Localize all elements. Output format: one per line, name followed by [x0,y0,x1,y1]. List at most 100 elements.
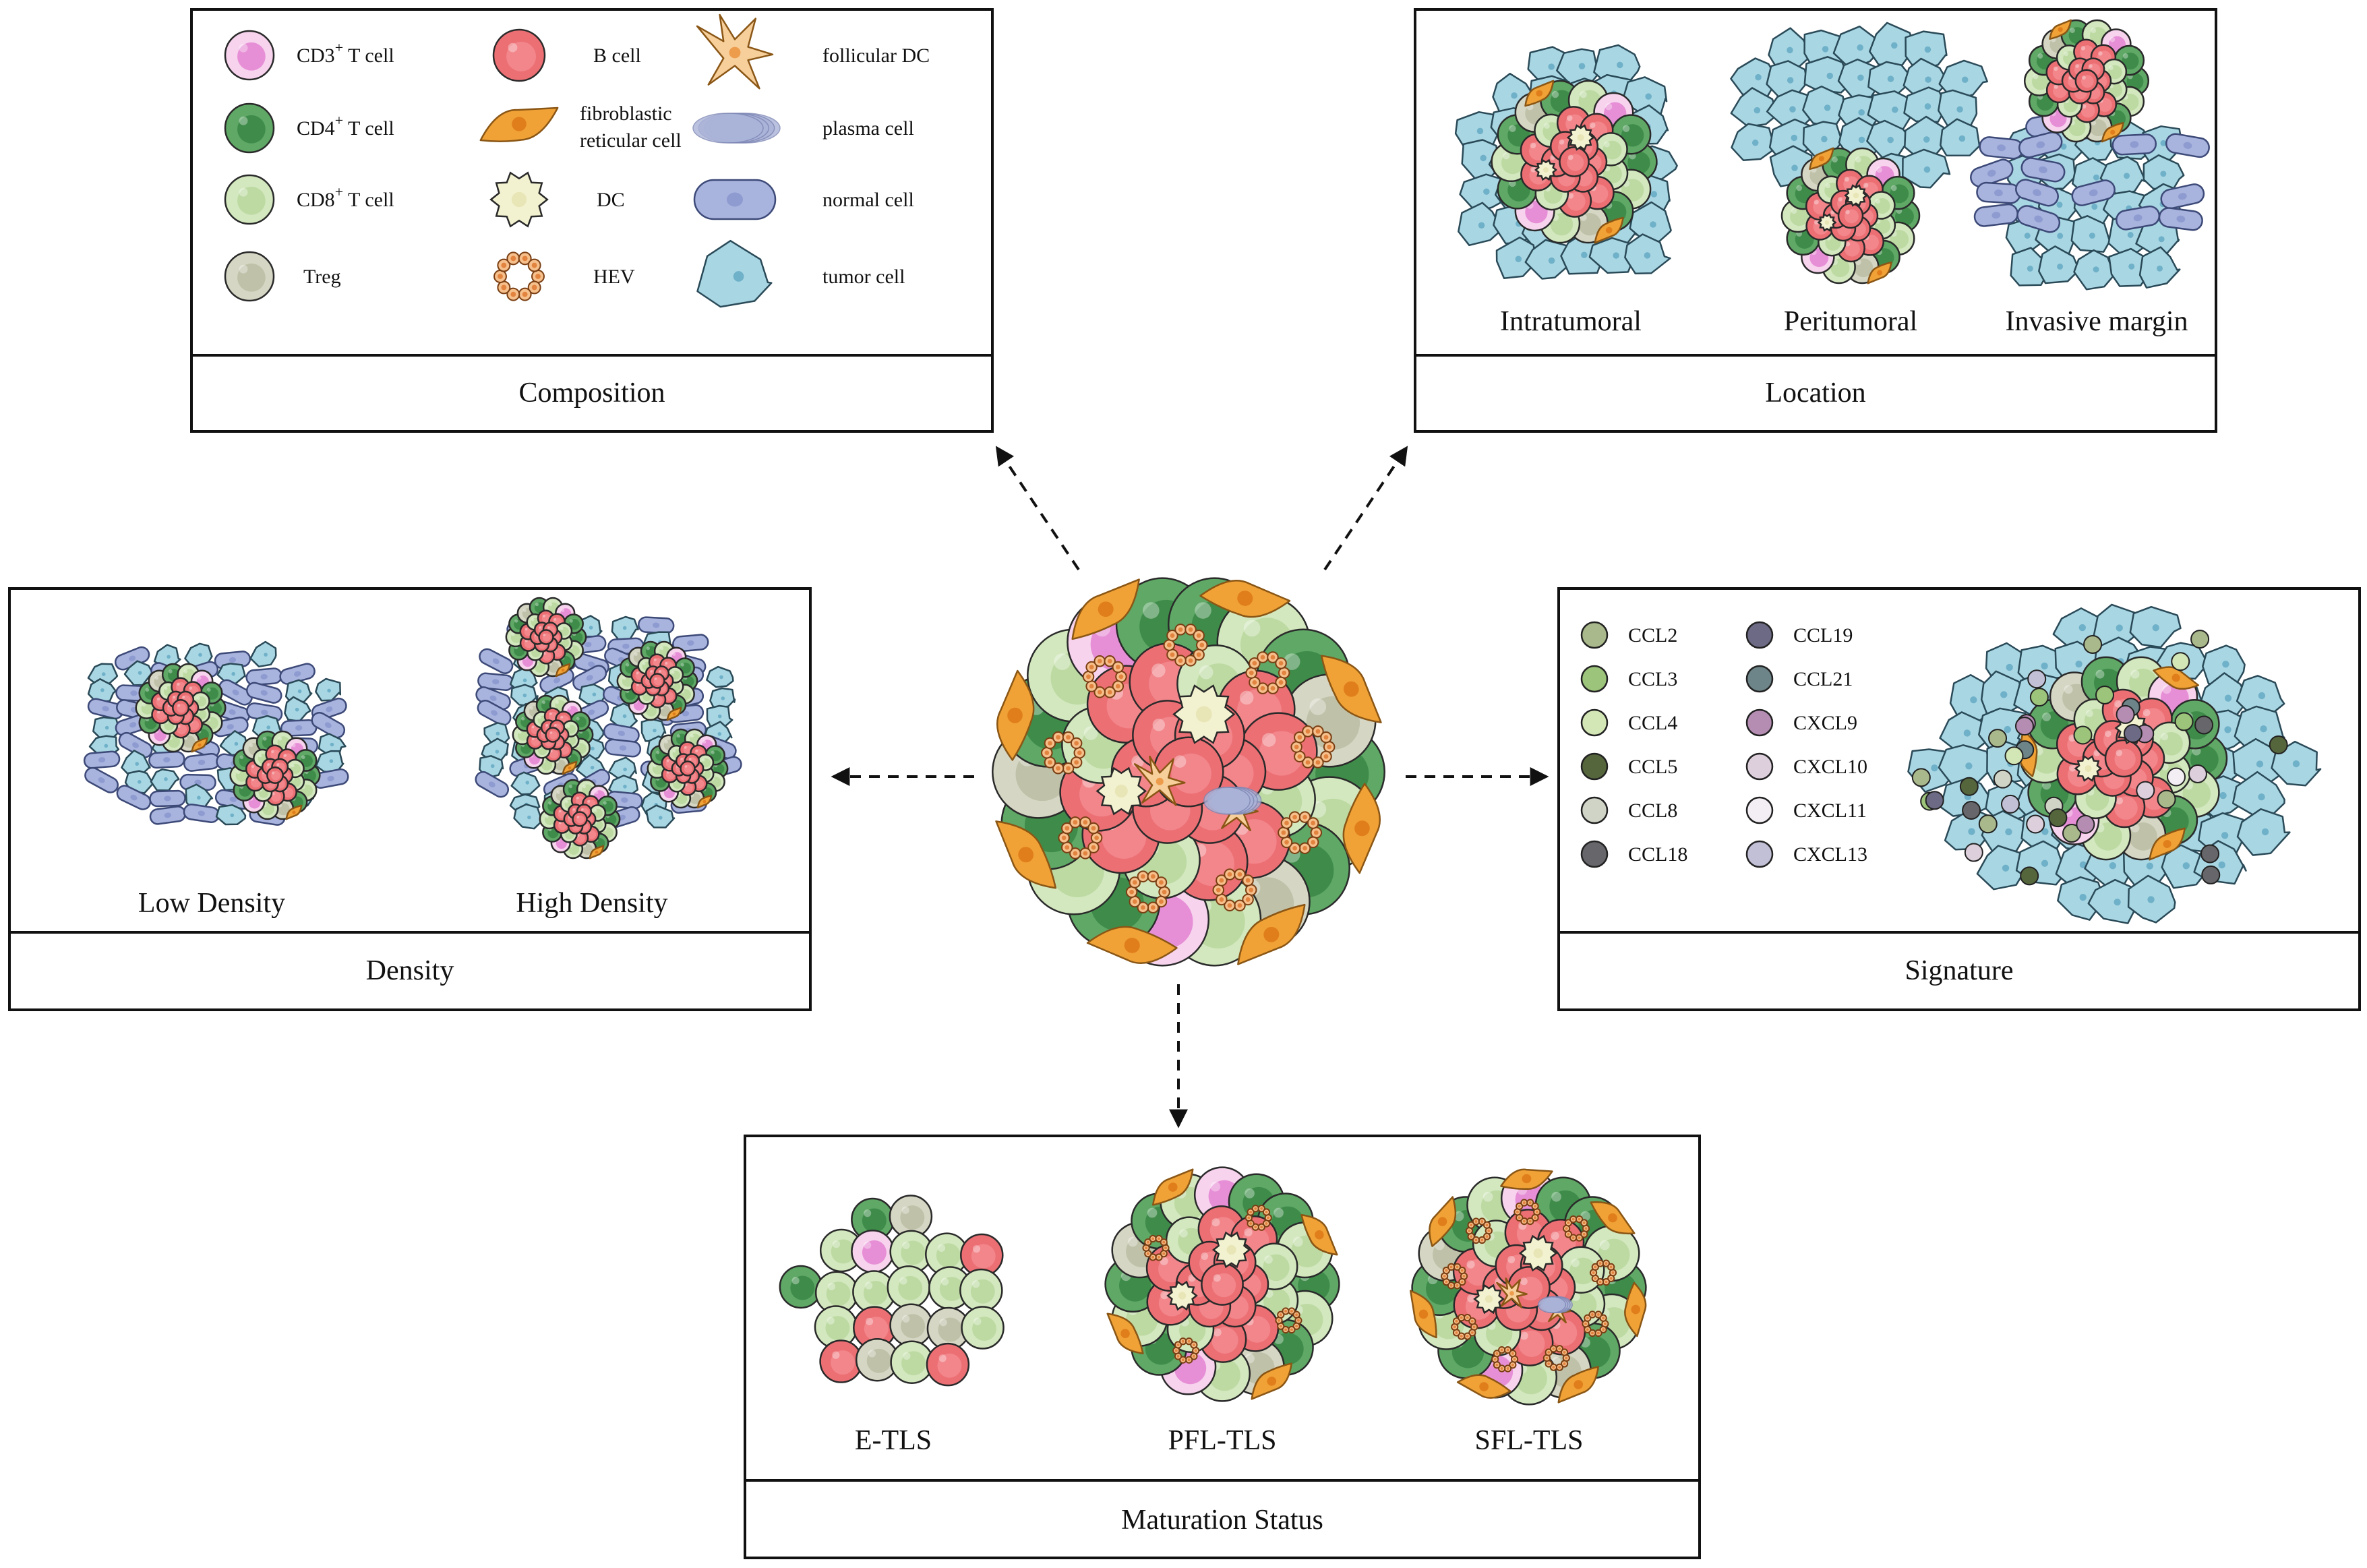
normal-cell [477,672,514,691]
normal-cell [2158,207,2203,231]
normal-cell [84,766,119,793]
normal-cell [116,785,152,810]
hev [1058,816,1103,860]
normal-cell [183,804,220,823]
plasma-cell-icon [692,113,781,144]
cd4-t-cell-icon [224,102,275,154]
cd8-t-cell [887,1265,931,1309]
location-label-peritumoral: Peritumoral [1784,306,1917,337]
fibroblastic-reticular-cell [562,760,578,775]
intratumoral-illustration [1454,44,1678,280]
maturation-label-sfl-tls: SFL-TLS [1474,1425,1583,1456]
fibroblastic-reticular-cell [996,669,1035,761]
normal-cell [2165,133,2210,158]
location-title: Location [1765,378,1865,409]
normal-cell [2016,205,2061,233]
signature-title: Signature [1905,955,2014,986]
fibroblastic-reticular-cell [1557,1366,1600,1404]
ccl21-swatch [1745,665,1774,693]
fibroblastic-reticular-cell [1342,783,1381,874]
ccl19-label: CCL19 [1793,624,1853,646]
normal-cell [1973,203,2018,227]
fibroblastic-reticular-cell [285,804,303,820]
hev [1451,1314,1478,1340]
hev [1562,1215,1590,1242]
maturation-panel: Maturation Status E-TLS PFL-TLS SFL-TLS [744,1135,1701,1559]
chemokine-dot [2123,723,2143,743]
fibroblastic-reticular-cell [995,820,1057,889]
normal-cell [604,738,642,758]
arrows [831,446,1549,1128]
cd8-t-cell [890,1340,934,1384]
tumor-cell [510,771,541,795]
b-cell [266,766,284,784]
ccl5-label: CCL5 [1628,756,1677,778]
dendritic-cell [2074,755,2103,782]
normal-cell [279,663,316,685]
fibroblastic-reticular-cell [1590,1201,1636,1235]
normal-cell [148,750,185,769]
normal-cell [2116,205,2161,231]
dendritic-cell [1172,684,1236,744]
chemokine-dot [2026,814,2045,834]
b-cell [960,1233,1004,1277]
chemokine-dot [2116,704,2135,724]
normal-cell-label: normal cell [822,189,914,211]
normal-cell [2020,157,2066,183]
dc-icon [489,171,549,228]
tumor-cell [2070,215,2112,253]
hev [1290,725,1336,768]
fibroblastic-reticular-cell [479,107,559,142]
ccl19-swatch [1745,621,1774,649]
maturation-title: Maturation Status [1121,1505,1323,1536]
hev [1491,1346,1519,1373]
density-label-high: High Density [516,888,667,919]
dendritic-cell [1534,158,1557,181]
location-label-invasive-margin: Invasive margin [2006,306,2188,337]
density-title: Density [366,955,454,986]
hev [1125,870,1170,914]
chemokine-dot [2083,634,2103,654]
signature-illustration [1907,603,2322,924]
fibroblastic-reticular-cell [1320,655,1382,723]
fibroblastic-reticular-cell [2149,827,2186,861]
arrow-to-location [1323,446,1408,571]
hev [1041,731,1086,775]
chemokine-dot [2194,715,2214,735]
tumor-cell [249,640,277,668]
cd3-t-cell [224,30,275,81]
chemokine-dot [2073,725,2093,745]
central-tls-illustration [992,577,1385,967]
cd8-t-cell [814,1305,858,1349]
chemokine-dot [2157,789,2176,809]
hev [1582,1310,1609,1337]
dendritic-cell [1211,1231,1251,1269]
chemokine-dot [2269,735,2288,755]
location-label-intratumoral: Intratumoral [1500,306,1642,337]
tumor-cell [1624,233,1671,275]
follicular-dc [1133,755,1186,806]
normal-cell [1976,181,2021,204]
hev-label: HEV [593,266,635,288]
dendritic-cell [1096,766,1147,816]
fibroblastic-reticular-cell [1456,1374,1511,1399]
hev [1441,1263,1468,1290]
chemokine-dot [1964,843,1983,862]
normal-cell [479,648,514,675]
cd4-t-cell [779,1265,823,1309]
chemokine-dot [1959,777,1979,796]
cd8-t-cell [589,804,607,822]
b-cell [649,673,665,689]
cd4-t-cell [294,749,318,772]
ccl4-swatch [1580,708,1609,737]
tumor-cell [2236,808,2291,856]
chemokine-dot [2029,688,2049,707]
composition-title: Composition [518,378,665,409]
fibroblastic-reticular-cell [1410,1290,1437,1339]
pfl-tls-illustration [1104,1166,1340,1402]
cd8-t-cell [224,174,275,225]
plasma-cell [1203,787,1262,815]
ccl8-swatch [1580,796,1609,824]
arrow-to-composition [995,446,1080,571]
normal-cell [672,634,709,653]
